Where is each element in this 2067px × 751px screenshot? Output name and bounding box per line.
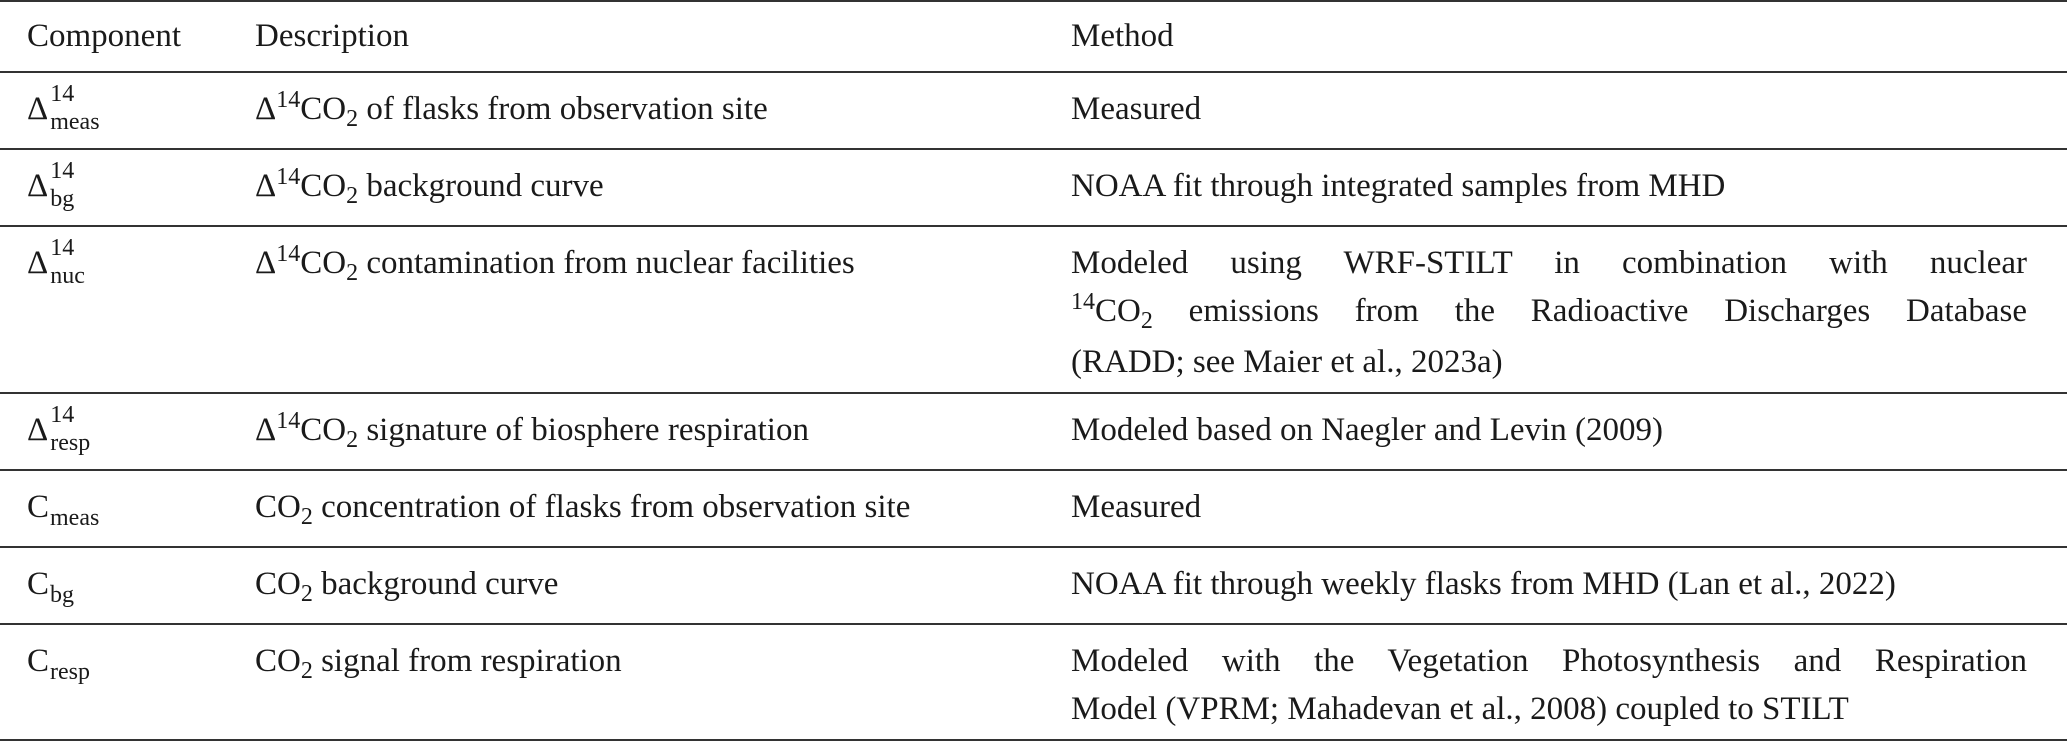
- component-sub: bg: [50, 582, 75, 608]
- description-formula: CO: [255, 566, 301, 602]
- component-sub: resp: [50, 659, 90, 685]
- component-sup: 14: [50, 158, 75, 184]
- description-cell: CO2 background curve: [255, 547, 1071, 624]
- component-sub: bg: [50, 186, 75, 212]
- description-prefix: Δ: [255, 91, 277, 127]
- component-sub: meas: [50, 109, 100, 135]
- header-description: Description: [255, 18, 409, 54]
- description-formula: CO: [300, 245, 347, 281]
- description-formula: CO: [255, 643, 301, 679]
- header-component: Component: [27, 18, 181, 54]
- component-sub: resp: [50, 430, 91, 456]
- description-sub: 2: [346, 260, 359, 286]
- table-row: Cresp CO2 signal from respiration Modele…: [0, 624, 2067, 740]
- component-cell: Cmeas: [0, 470, 255, 547]
- component-sub: meas: [50, 505, 100, 531]
- description-text: of flasks from observation site: [358, 91, 768, 127]
- description-sub: 2: [346, 106, 359, 132]
- description-sup: 14: [276, 408, 301, 434]
- method-line: Model (VPRM; Mahadevan et al., 2008) cou…: [1071, 691, 1849, 727]
- component-symbol: Δ: [27, 91, 49, 127]
- component-cell: Cbg: [0, 547, 255, 624]
- description-formula: CO: [300, 168, 347, 204]
- table-row: Cmeas CO2 concentration of flasks from o…: [0, 470, 2067, 547]
- description-text: concentration of flasks from observation…: [312, 489, 911, 525]
- description-sup: 14: [276, 164, 301, 190]
- component-symbol: C: [27, 643, 50, 679]
- description-formula: CO: [300, 412, 347, 448]
- component-sub: nuc: [50, 263, 85, 289]
- description-cell: Δ14CO2 background curve: [255, 149, 1071, 226]
- description-cell: CO2 signal from respiration: [255, 624, 1071, 740]
- description-formula: CO: [300, 91, 347, 127]
- method-line: (RADD; see Maier et al., 2023a): [1071, 344, 1503, 380]
- description-text: background curve: [358, 168, 604, 204]
- header-row: Component Description Method: [0, 1, 2067, 72]
- component-symbol: Δ: [27, 168, 49, 204]
- description-text: signature of biosphere respiration: [358, 412, 809, 448]
- component-cell: Cresp: [0, 624, 255, 740]
- method-cell: Measured: [1071, 91, 1202, 127]
- method-formula: CO: [1095, 293, 1141, 329]
- description-sub: 2: [346, 183, 359, 209]
- method-line: Modeled using WRF-STILT in combination w…: [1071, 245, 2027, 281]
- description-cell: CO2 concentration of flasks from observa…: [255, 470, 1071, 547]
- description-formula: CO: [255, 489, 301, 525]
- component-sup: 14: [50, 402, 75, 428]
- description-text: background curve: [312, 566, 559, 602]
- description-sup: 14: [276, 241, 301, 267]
- description-text: signal from respiration: [312, 643, 622, 679]
- method-cell: Measured: [1071, 489, 1202, 525]
- component-sup: 14: [50, 235, 75, 261]
- component-symbol: C: [27, 566, 50, 602]
- description-cell: Δ14CO2 signature of biosphere respiratio…: [255, 393, 1071, 470]
- method-cell: Modeled with the Vegetation Photosynthes…: [1071, 624, 2067, 740]
- table-row: Cbg CO2 background curve NOAA fit throug…: [0, 547, 2067, 624]
- method-cell: Modeled using WRF-STILT in combination w…: [1071, 226, 2067, 393]
- description-sub: 2: [300, 504, 313, 530]
- component-sup: 14: [50, 81, 75, 107]
- method-sup: 14: [1071, 289, 1095, 315]
- description-prefix: Δ: [255, 168, 277, 204]
- method-text: emissions from the Radioactive Discharge…: [1152, 293, 2027, 329]
- component-symbol: Δ: [27, 245, 49, 281]
- method-cell: NOAA fit through integrated samples from…: [1071, 168, 1726, 204]
- header-method: Method: [1071, 18, 1174, 54]
- description-sub: 2: [300, 658, 313, 684]
- method-line: 14CO2 emissions from the Radioactive Dis…: [1071, 287, 2027, 338]
- description-sup: 14: [276, 87, 301, 113]
- description-sub: 2: [346, 427, 359, 453]
- component-symbol: Δ: [27, 412, 49, 448]
- description-cell: Δ14CO2 of flasks from observation site: [255, 72, 1071, 149]
- method-line: Modeled with the Vegetation Photosynthes…: [1071, 643, 2027, 679]
- method-cell: Modeled based on Naegler and Levin (2009…: [1071, 412, 1663, 448]
- description-text: contamination from nuclear facilities: [358, 245, 855, 281]
- method-cell: NOAA fit through weekly flasks from MHD …: [1071, 566, 1896, 602]
- description-cell: Δ14CO2 contamination from nuclear facili…: [255, 226, 1071, 393]
- description-prefix: Δ: [255, 412, 277, 448]
- component-symbol: C: [27, 489, 50, 525]
- description-prefix: Δ: [255, 245, 277, 281]
- description-sub: 2: [300, 581, 313, 607]
- method-sub: 2: [1140, 308, 1153, 334]
